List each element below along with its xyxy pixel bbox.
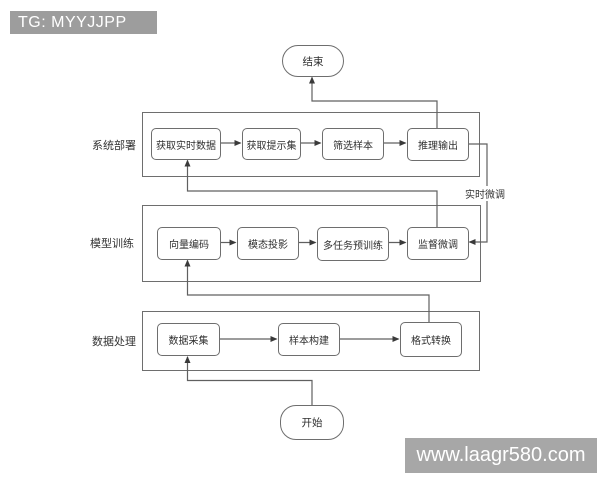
- connector-supervised-finetune-to-get-realtime-data: [184, 159, 438, 227]
- box-get-realtime-data: 获取实时数据: [151, 128, 221, 160]
- node-end: 结束: [282, 45, 344, 77]
- box-modal-projection: 模态投影: [237, 227, 299, 260]
- box-supervised-finetune: 监督微调: [407, 227, 469, 260]
- lane-label-train: 模型训练: [90, 238, 134, 250]
- node-start: 开始: [280, 405, 344, 440]
- connector-format-conversion-to-vector-encoding: [184, 259, 430, 323]
- box-sample-construction: 样本构建: [278, 323, 340, 356]
- box-filter-samples: 筛选样本: [322, 128, 384, 160]
- connector-inference-output-to-end: [309, 76, 438, 128]
- box-format-conversion: 格式转换: [400, 322, 462, 357]
- edge-label-realtime-finetune: 实时微调: [463, 186, 507, 201]
- box-vector-encoding: 向量编码: [157, 227, 221, 260]
- box-multitask-pretrain: 多任务预训练: [317, 227, 389, 261]
- box-get-prompt-set: 获取提示集: [242, 128, 301, 160]
- box-data-collection: 数据采集: [157, 323, 220, 356]
- watermark-badge-bottom-right: www.laagr580.com: [405, 438, 597, 473]
- watermark-badge-top-left: TG: MYYJJPP: [10, 11, 157, 34]
- connector-start-to-data-collection: [184, 356, 313, 405]
- lane-label-data: 数据处理: [92, 336, 136, 348]
- box-inference-output: 推理输出: [407, 128, 469, 161]
- lane-label-deploy: 系统部署: [92, 140, 136, 152]
